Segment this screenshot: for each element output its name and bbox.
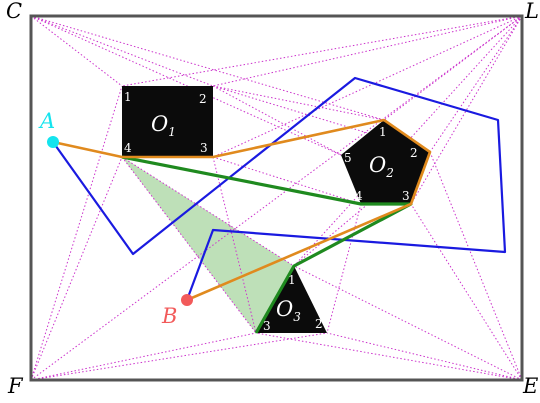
o2-vertex-1: 1	[379, 125, 387, 139]
o2-vertex-5: 5	[344, 151, 352, 165]
obstacle-o3-label: O3	[276, 297, 301, 324]
o2-vertex-4: 4	[355, 189, 363, 203]
o3-vertex-3: 3	[263, 319, 271, 333]
obstacle-o2-label: O2	[369, 153, 394, 180]
start-label: A	[38, 109, 55, 133]
obstacle-o1-label: O1	[151, 112, 176, 139]
obstacle-o2	[341, 120, 430, 204]
o1-vertex-4: 4	[124, 141, 132, 155]
obstacle-o1	[122, 86, 213, 157]
o1-vertex-2: 2	[199, 92, 207, 106]
frame-border	[29, 14, 524, 382]
corner-label-top-right: L	[524, 0, 539, 23]
blue-path	[52, 76, 507, 301]
corner-label-bottom-left: F	[7, 374, 24, 398]
goal-label: B	[161, 304, 177, 328]
o2-vertex-3: 3	[402, 189, 410, 203]
goal-point	[181, 294, 193, 306]
o3-vertex-2: 2	[315, 317, 323, 331]
start-point	[47, 136, 59, 148]
o1-vertex-1: 1	[124, 90, 132, 104]
corner-label-top-left: C	[6, 0, 22, 23]
obstacle-o3	[256, 266, 327, 333]
o2-vertex-2: 2	[410, 146, 418, 160]
orange-path-upper	[52, 118, 432, 302]
corner-label-bottom-right: E	[522, 374, 538, 398]
o3-vertex-1: 1	[288, 273, 296, 287]
o1-vertex-3: 3	[200, 141, 208, 155]
